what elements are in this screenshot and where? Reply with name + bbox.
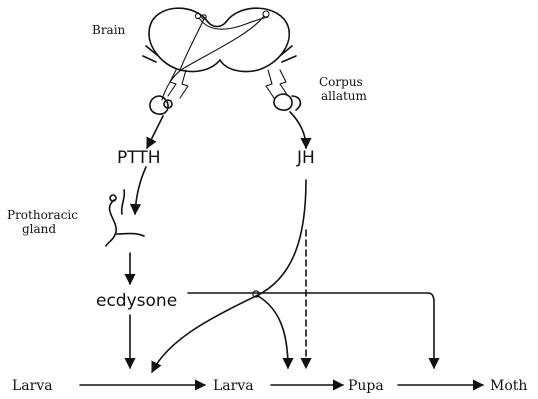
stage-pupa: Pupa bbox=[348, 378, 384, 394]
arrow-ganglion-to-ptth bbox=[147, 116, 163, 148]
ecdysone-label: ecdysone bbox=[96, 291, 177, 311]
jh-label: JH bbox=[296, 148, 315, 168]
stage-larva-1: Larva bbox=[12, 378, 53, 394]
corpus-allatum-label-line1: Corpus bbox=[319, 75, 363, 89]
brain-label: Brain bbox=[92, 23, 126, 37]
prothoracic-gland-drawing bbox=[106, 190, 144, 246]
ptth-label: PTTH bbox=[117, 148, 161, 168]
stage-moth: Moth bbox=[490, 378, 527, 394]
brain-drawing bbox=[143, 8, 296, 100]
left-ganglion bbox=[150, 70, 188, 114]
corpus-allatum-label-line2: allatum bbox=[321, 89, 368, 103]
arrow-ecdysone-to-pupa bbox=[188, 293, 434, 368]
stage-larva-2: Larva bbox=[213, 378, 254, 394]
arrow-jh-to-larva bbox=[152, 180, 306, 372]
prothoracic-gland-label-line1: Prothoracic bbox=[7, 208, 78, 222]
corpus-allatum-drawing bbox=[266, 70, 300, 110]
arrow-ptth-to-gland bbox=[135, 167, 146, 214]
arrow-ecdysone-to-second-larva bbox=[258, 296, 288, 368]
prothoracic-gland-label-line2: gland bbox=[22, 222, 56, 236]
arrow-ca-to-jh bbox=[290, 112, 306, 148]
